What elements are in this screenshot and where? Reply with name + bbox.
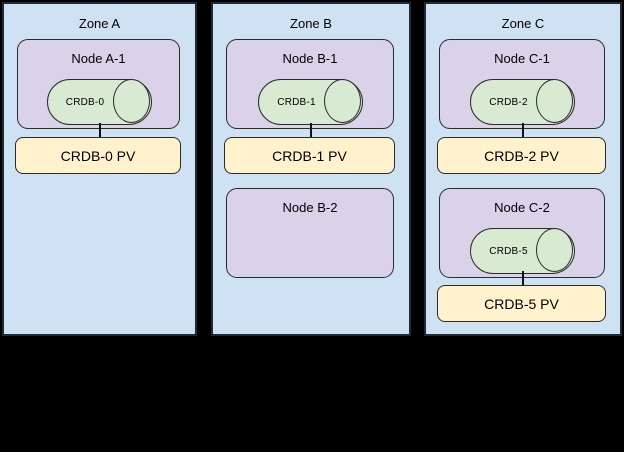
cylinder-cap-icon — [536, 79, 573, 123]
crdb-0-cylinder: CRDB-0 — [46, 79, 152, 125]
crdb-0-label: CRDB-0 — [65, 96, 105, 108]
crdb-2-label: CRDB-2 — [489, 96, 528, 108]
node-c1-title: Node C-1 — [494, 51, 550, 66]
node-b1-title: Node B-1 — [282, 51, 338, 66]
cylinder-cap-icon — [536, 228, 573, 272]
zone-c-panel: Zone C Node C-1 CRDB-2 CRDB-2 PV Node C-… — [424, 2, 622, 336]
zone-b-title: Zone B — [290, 16, 332, 31]
connector-line — [522, 271, 524, 286]
node-a1-title: Node A-1 — [71, 51, 126, 66]
crdb-2-pv-box: CRDB-2 PV — [437, 137, 606, 174]
crdb-5-label: CRDB-5 — [489, 245, 528, 257]
crdb-2-cylinder: CRDB-2 — [470, 79, 575, 125]
zone-b-panel: Zone B Node B-1 CRDB-1 CRDB-1 PV Node B-… — [211, 2, 411, 336]
cylinder-cap-icon — [112, 79, 150, 123]
node-b1-box: Node B-1 CRDB-1 — [226, 39, 394, 129]
node-a1-box: Node A-1 CRDB-0 — [17, 39, 180, 129]
crdb-1-label: CRDB-1 — [277, 96, 316, 108]
zone-c-title: Zone C — [501, 16, 545, 31]
node-b2-box: Node B-2 — [226, 188, 394, 278]
connector-line — [310, 123, 312, 138]
node-b2-title: Node B-2 — [282, 200, 338, 215]
zone-a-title: Zone A — [78, 16, 121, 31]
crdb-0-pv-box: CRDB-0 PV — [15, 137, 181, 174]
crdb-5-cylinder: CRDB-5 — [470, 228, 575, 274]
node-c2-box: Node C-2 CRDB-5 — [439, 188, 605, 278]
connector-line — [98, 123, 101, 138]
crdb-1-pv-box: CRDB-1 PV — [224, 137, 395, 174]
zone-a-panel: Zone A Node A-1 CRDB-0 CRDB-0 PV — [2, 2, 197, 336]
cylinder-cap-icon — [324, 79, 361, 123]
node-c2-title: Node C-2 — [494, 200, 550, 215]
crdb-1-cylinder: CRDB-1 — [258, 79, 363, 125]
connector-line — [522, 123, 524, 138]
crdb-5-pv-box: CRDB-5 PV — [437, 285, 606, 322]
node-c1-box: Node C-1 CRDB-2 — [439, 39, 605, 129]
